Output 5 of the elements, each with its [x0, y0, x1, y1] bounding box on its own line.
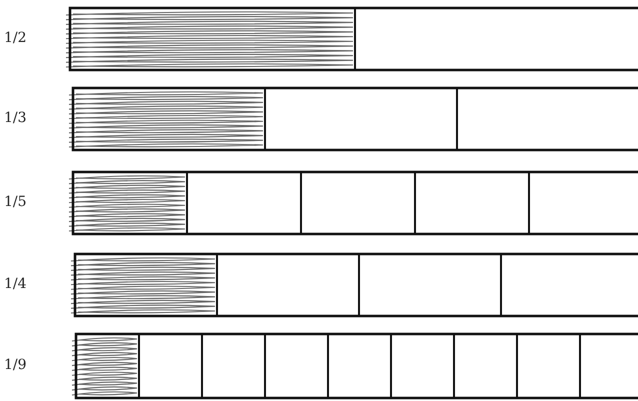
fraction-label: 1/4	[4, 276, 27, 292]
fraction-label: 1/9	[4, 357, 27, 373]
fraction-label: 1/5	[4, 194, 27, 210]
fraction-label: 1/3	[4, 110, 27, 126]
fraction-label: 1/2	[4, 30, 27, 46]
